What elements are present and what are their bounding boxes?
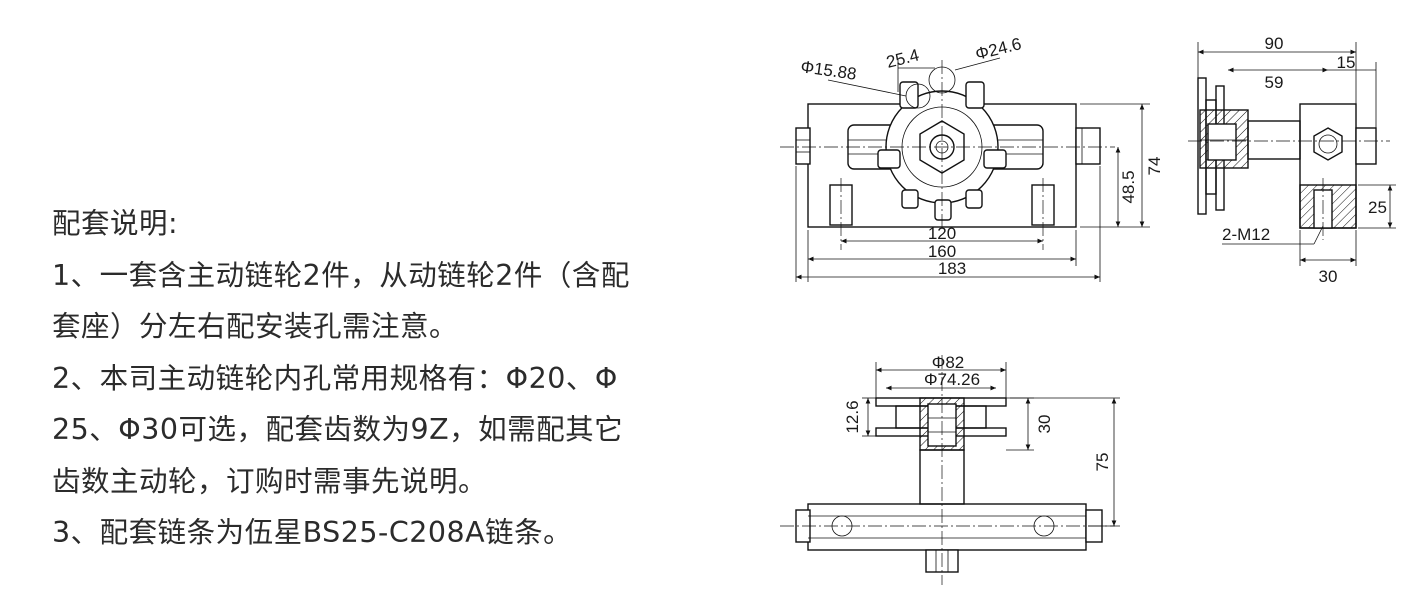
dim-d74-26: Φ74.26 bbox=[924, 370, 980, 389]
top-base bbox=[807, 503, 1087, 551]
side-view: 90 59 15 25 2-M12 30 bbox=[1188, 34, 1396, 286]
dim-d15-88: Φ15.88 bbox=[799, 57, 857, 84]
dim-12-6: 12.6 bbox=[843, 400, 862, 433]
dim-160: 160 bbox=[928, 242, 956, 261]
note-line-6: 3、配套链条为伍星BS25-C208A链条。 bbox=[52, 516, 573, 549]
dim-30-side: 30 bbox=[1319, 267, 1338, 286]
dim-d82: Φ82 bbox=[932, 353, 964, 372]
dim-48-5: 48.5 bbox=[1119, 170, 1138, 203]
dim-d24-6: Φ24.6 bbox=[973, 34, 1023, 64]
dim-15: 15 bbox=[1337, 53, 1356, 72]
note-line-5: 齿数主动轮，订购时需事先说明。 bbox=[52, 464, 488, 498]
top-view: Φ82 Φ74.26 12.6 30 75 bbox=[780, 353, 1120, 585]
dim-90: 90 bbox=[1265, 34, 1284, 53]
note-line-1: 1、一套含主动链轮2件，从动链轮2件（含配 bbox=[52, 258, 630, 292]
dim-2-m12: 2-M12 bbox=[1222, 225, 1270, 244]
assembly-notes: 配套说明: 1、一套含主动链轮2件，从动链轮2件（含配 套座）分左右配安装孔需注… bbox=[52, 198, 732, 559]
note-line-2: 套座）分左右配安装孔需注意。 bbox=[52, 310, 459, 343]
note-line-4: 25、Φ30可选，配套齿数为9Z，如需配其它 bbox=[52, 413, 624, 446]
dim-59: 59 bbox=[1265, 73, 1284, 92]
dim-75: 75 bbox=[1093, 453, 1112, 472]
notes-title: 配套说明: bbox=[52, 207, 179, 240]
dim-30-top: 30 bbox=[1035, 415, 1054, 434]
front-view: 120 160 183 74 48.5 25.4 Φ15.88 Φ24.6 bbox=[780, 34, 1164, 282]
dim-25: 25 bbox=[1368, 198, 1387, 217]
dim-74: 74 bbox=[1145, 157, 1164, 176]
dim-183: 183 bbox=[938, 259, 966, 278]
dim-120: 120 bbox=[928, 224, 956, 243]
note-line-3: 2、本司主动链轮内孔常用规格有：Φ20、Φ bbox=[52, 361, 618, 395]
